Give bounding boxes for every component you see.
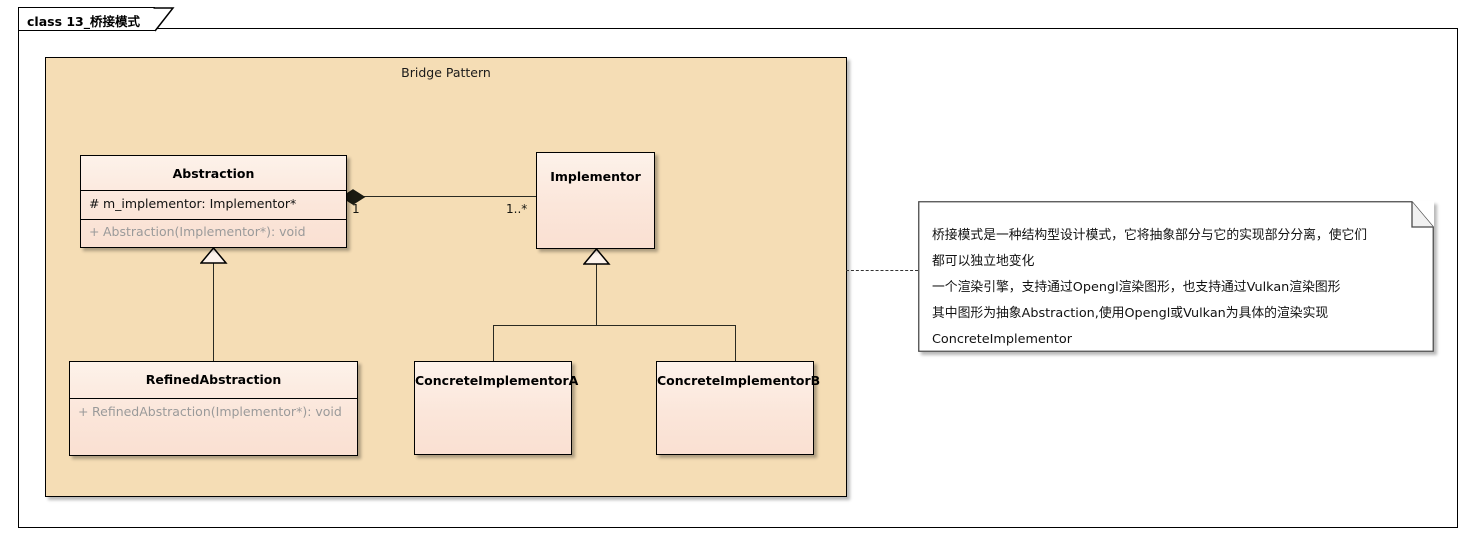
class-refined-abstraction[interactable]: RefinedAbstraction +RefinedAbstraction(I… xyxy=(69,361,358,456)
composition-diamond-icon xyxy=(341,189,366,205)
generalization-triangle-implementor-icon xyxy=(583,248,611,265)
class-refined-abstraction-divider-1 xyxy=(70,398,357,399)
class-implementor[interactable]: Implementor xyxy=(536,152,655,249)
diagram-frame-tab[interactable]: class 13_桥接模式 xyxy=(18,7,155,31)
class-concrete-implementor-b-name: ConcreteImplementorB xyxy=(657,373,821,388)
class-concrete-implementor-a[interactable]: ConcreteImplementorA xyxy=(414,361,579,455)
class-refined-abstraction-method-0: +RefinedAbstraction(Implementor*): void xyxy=(70,404,357,419)
generalization-triangle-icon xyxy=(200,247,228,264)
class-implementor-name: Implementor xyxy=(550,169,641,184)
diagram-frame xyxy=(18,28,1458,528)
class-refined-abstraction-name: RefinedAbstraction xyxy=(145,372,282,387)
class-abstraction-attribute-0: #m_implementor: Implementor* xyxy=(81,196,346,211)
frame-tab-slant-icon xyxy=(153,7,175,32)
class-abstraction-method-0: +Abstraction(Implementor*): void xyxy=(81,224,346,239)
member-text: m_implementor: Implementor* xyxy=(103,196,297,211)
composition-target-multiplicity: 1..* xyxy=(506,202,528,216)
visibility-marker: # xyxy=(89,196,100,211)
class-abstraction[interactable]: Abstraction #m_implementor: Implementor*… xyxy=(80,155,347,248)
class-abstraction-name: Abstraction xyxy=(172,166,255,181)
diagram-frame-tab-label: class 13_桥接模式 xyxy=(27,14,141,29)
composition-line xyxy=(348,196,536,197)
note-box[interactable]: 桥接模式是一种结构型设计模式，它将抽象部分与它的实现部分分离，使它们 都可以独立… xyxy=(918,201,1434,352)
class-concrete-implementor-a-name: ConcreteImplementorA xyxy=(415,373,579,388)
generalization-line-refined xyxy=(213,262,214,362)
member-text: RefinedAbstraction(Implementor*): void xyxy=(92,404,342,419)
note-text: 桥接模式是一种结构型设计模式，它将抽象部分与它的实现部分分离，使它们 都可以独立… xyxy=(932,228,1368,347)
package-title: Bridge Pattern xyxy=(401,65,491,80)
composition-source-multiplicity: 1 xyxy=(352,202,360,216)
visibility-marker: + xyxy=(89,224,100,239)
generalization-line-implementorA xyxy=(493,325,494,362)
note-anchor-line xyxy=(846,270,918,271)
class-concrete-implementor-b[interactable]: ConcreteImplementorB xyxy=(656,361,821,455)
note-shape-icon xyxy=(918,201,1434,352)
visibility-marker: + xyxy=(78,404,89,419)
generalization-line-implementor-stem xyxy=(596,263,597,325)
generalization-line-implementorB xyxy=(735,325,736,362)
generalization-line-implementor-bar xyxy=(493,325,736,326)
class-abstraction-divider-1 xyxy=(81,190,346,191)
class-abstraction-divider-2 xyxy=(81,219,346,220)
member-text: Abstraction(Implementor*): void xyxy=(103,224,306,239)
